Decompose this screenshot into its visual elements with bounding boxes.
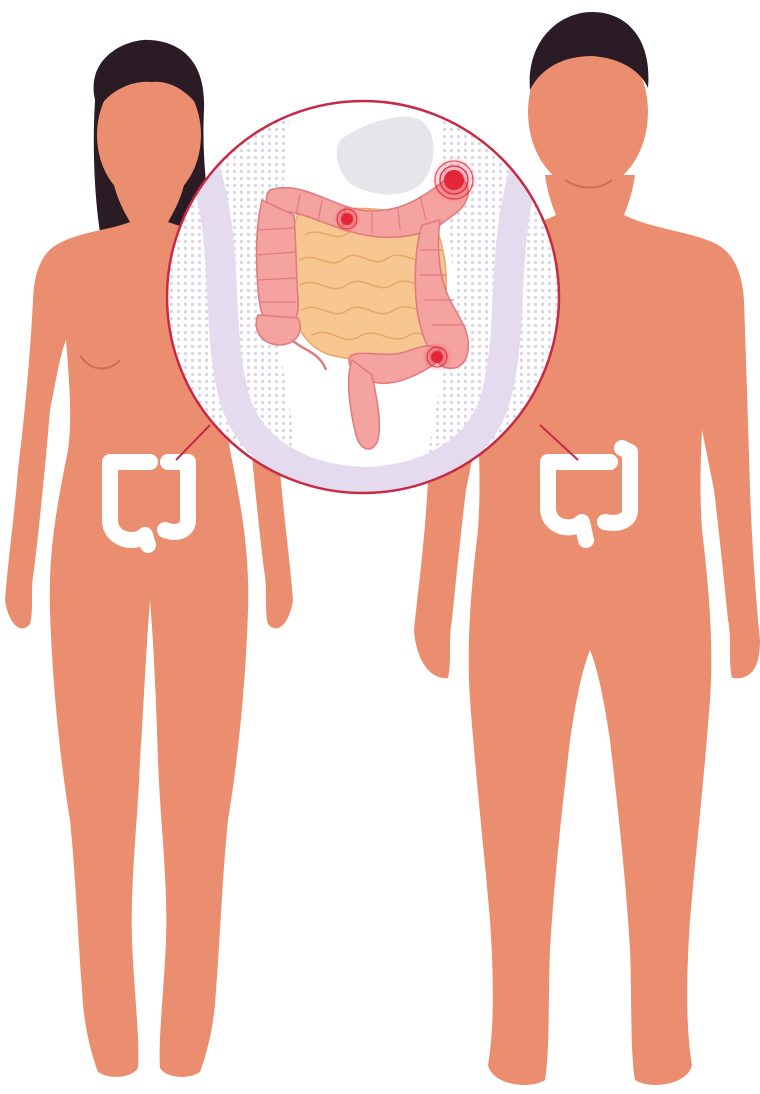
pain-point-transverse bbox=[333, 205, 361, 233]
pain-point-lower bbox=[422, 342, 452, 372]
pain-point-upper bbox=[430, 156, 478, 204]
